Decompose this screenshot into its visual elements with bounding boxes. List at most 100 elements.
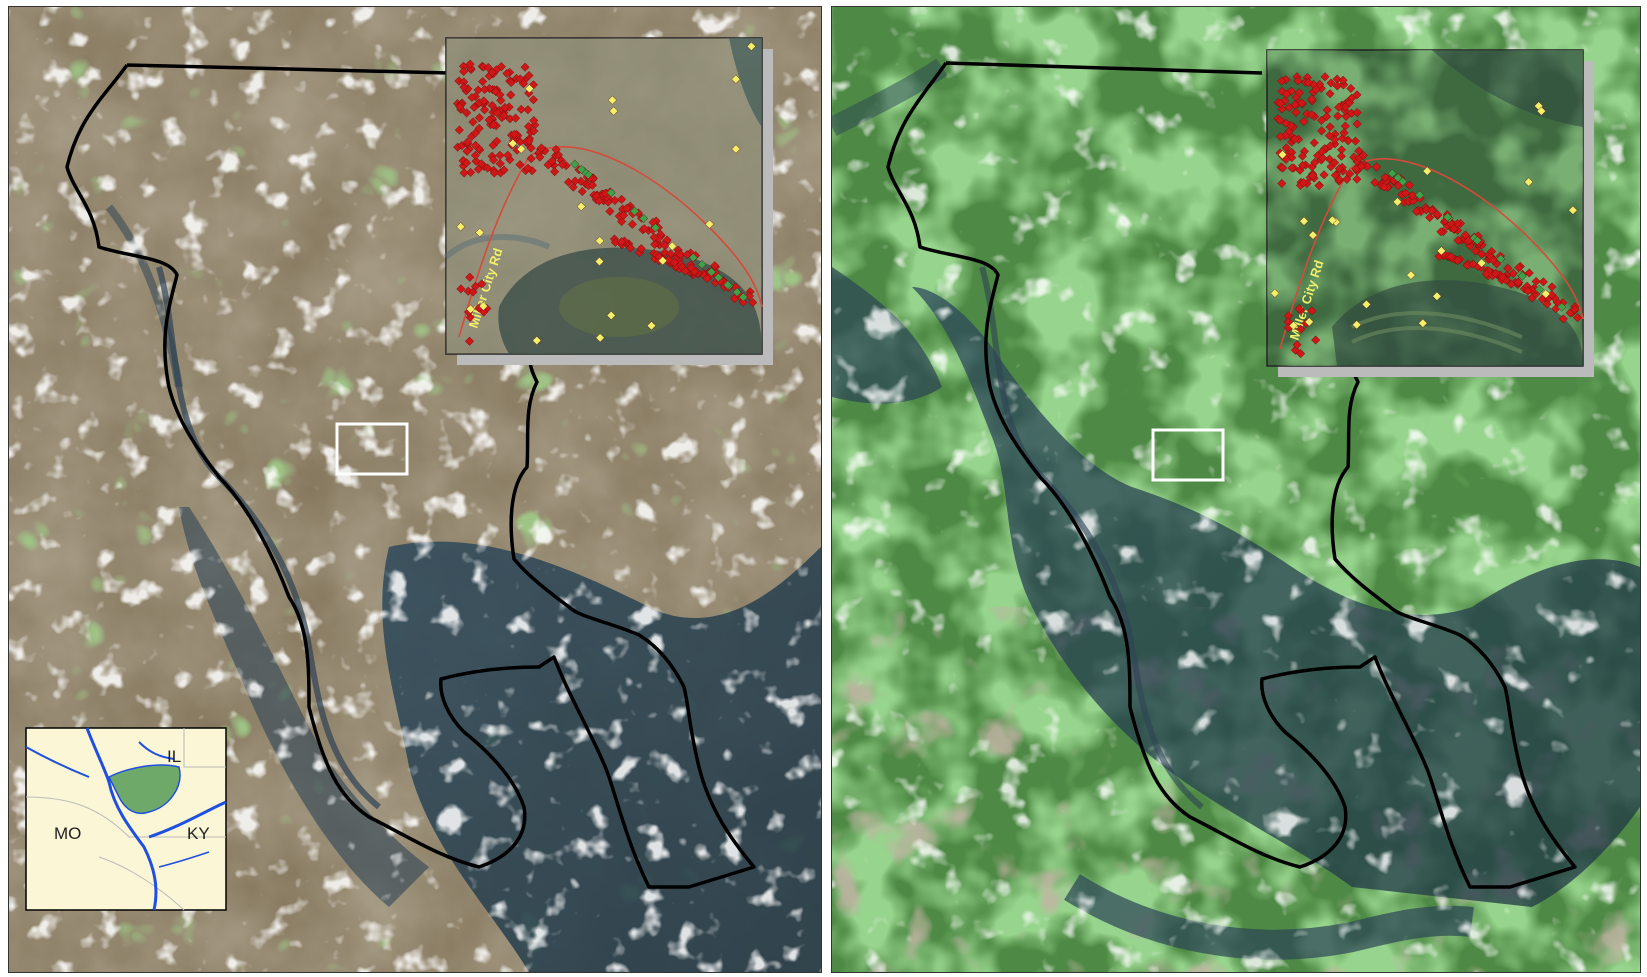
sample-points [453, 41, 758, 346]
sample-point [1309, 138, 1319, 148]
sample-point [706, 267, 716, 277]
sample-point [480, 84, 490, 95]
satellite-image-left: Miller City Rd IL MO KY [9, 7, 821, 972]
sample-point [1421, 205, 1431, 215]
sample-point [1340, 102, 1350, 112]
sample-point [748, 297, 758, 307]
sample-point [577, 186, 587, 197]
sample-point [478, 76, 488, 87]
sample-point [731, 74, 741, 84]
sample-point [1536, 106, 1546, 116]
sample-point [744, 291, 754, 301]
sample-point [625, 243, 635, 253]
sample-point [1362, 162, 1372, 172]
sample-point [1322, 112, 1332, 122]
sample-point [1352, 320, 1362, 330]
sample-point [463, 137, 473, 147]
sample-point [1352, 108, 1362, 118]
sample-point [466, 167, 476, 177]
sample-point [492, 136, 502, 146]
sample-point [1406, 270, 1416, 280]
sample-point [502, 68, 512, 79]
sample-point [1275, 132, 1285, 142]
sample-point [489, 168, 499, 178]
sample-point [470, 281, 481, 291]
sample-point [1361, 299, 1371, 309]
sample-point [468, 117, 478, 127]
sample-point [1296, 349, 1306, 359]
sample-point [1316, 115, 1326, 125]
sample-point [518, 79, 528, 89]
sample-point [1449, 224, 1459, 234]
study-area-box [335, 422, 409, 476]
sample-point [1436, 246, 1446, 256]
sample-point [1336, 151, 1346, 161]
sample-point [1338, 75, 1348, 85]
sample-point [1296, 324, 1306, 334]
sample-point [1275, 115, 1285, 125]
sample-point [1290, 134, 1300, 144]
sample-point [535, 152, 545, 162]
sample-point [479, 96, 489, 106]
sample-point [456, 222, 466, 232]
sample-point [606, 310, 616, 320]
sample-point [1411, 206, 1422, 217]
sample-point [1392, 197, 1402, 207]
sample-point [622, 203, 632, 213]
sample-point [529, 126, 539, 136]
sample-point [1308, 230, 1318, 240]
sample-point [702, 274, 712, 284]
sample-point [465, 59, 475, 69]
sample-point [524, 84, 534, 94]
sample-point [1297, 98, 1307, 108]
sample-point [576, 176, 586, 186]
sample-point [600, 188, 611, 198]
sample-point [1572, 313, 1583, 323]
sample-point [487, 100, 497, 111]
state-label-ky: KY [187, 824, 210, 843]
sample-point [1322, 105, 1332, 115]
locator-river [85, 727, 158, 911]
sample-point [1405, 180, 1415, 190]
sample-point [723, 280, 733, 290]
sample-point [1283, 311, 1293, 321]
sample-point [1307, 94, 1317, 104]
state-label-il: IL [167, 747, 181, 766]
sample-point [705, 219, 715, 229]
sample-point [499, 111, 509, 121]
sample-point [1496, 254, 1506, 264]
sample-point [1352, 174, 1362, 184]
sample-point [1568, 205, 1578, 215]
sample-point [682, 250, 692, 260]
sample-point [529, 116, 539, 126]
sample-point [1277, 76, 1287, 86]
sample-point [484, 115, 494, 125]
sample-point [557, 160, 567, 170]
sample-point [1346, 83, 1356, 93]
sample-point [576, 164, 586, 174]
sample-point [1487, 246, 1497, 256]
sample-point [1307, 110, 1317, 120]
sample-point [1468, 259, 1478, 269]
sample-point [1303, 78, 1313, 88]
sample-point [1481, 269, 1491, 279]
sample-point [1326, 78, 1336, 88]
sample-point [524, 71, 534, 81]
satellite-image-right: Miller City Rd [832, 7, 1640, 972]
sample-point [627, 219, 637, 229]
sample-point [594, 257, 604, 267]
sample-point [605, 206, 615, 216]
sample-point [595, 236, 605, 246]
sample-point [496, 95, 506, 105]
sample-point [467, 92, 477, 102]
sample-point [1339, 128, 1349, 138]
sample-point [474, 123, 484, 133]
sample-point [1299, 116, 1309, 127]
sample-point [1498, 272, 1508, 282]
sample-point [1380, 172, 1390, 182]
sample-point [459, 168, 469, 178]
map-panel-right: Miller City Rd [831, 6, 1641, 973]
sample-point [1311, 335, 1321, 345]
sample-point [524, 136, 534, 146]
sample-point [499, 165, 509, 175]
